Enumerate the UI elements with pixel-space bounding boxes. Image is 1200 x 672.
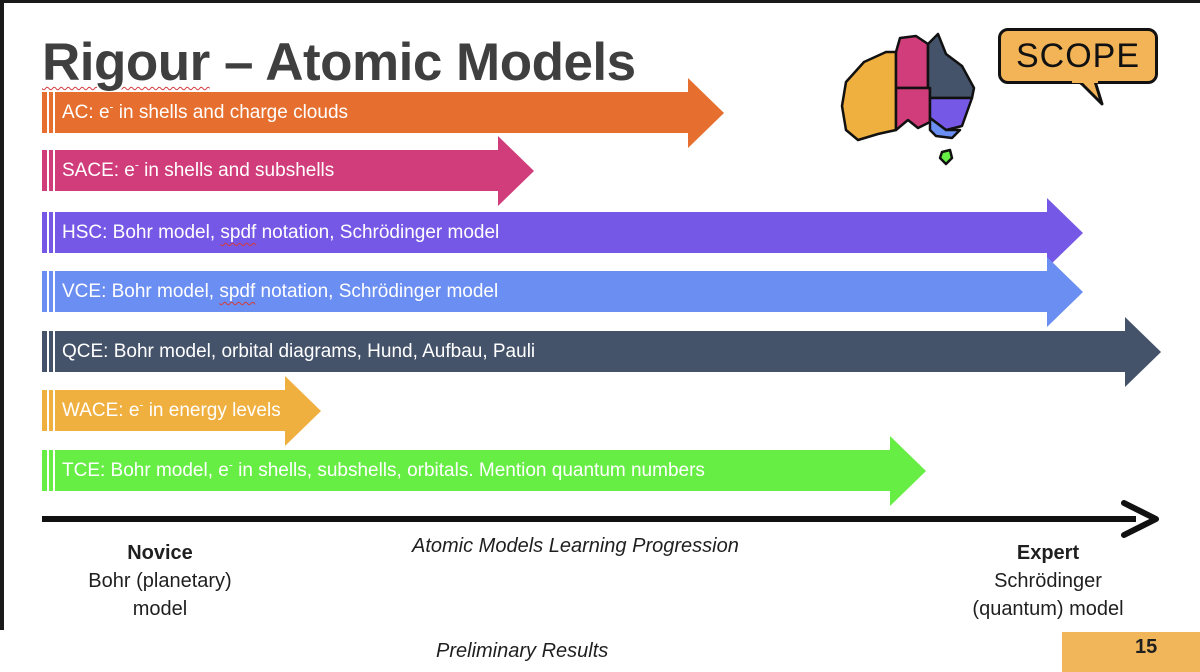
scope-logo-text: SCOPE (1015, 37, 1141, 75)
footer-text: Preliminary Results (436, 640, 609, 662)
expert-label: Expert Schrödinger (quantum) model (950, 539, 1146, 623)
arrow-label: QCE: Bohr model, orbital diagrams, Hund,… (62, 341, 536, 362)
page-number-badge (1062, 632, 1200, 672)
novice-line2: model (132, 598, 188, 620)
arrow-label: VCE: Bohr model, spdf notation, Schrödin… (62, 281, 499, 302)
arrow-qce: QCE: Bohr model, orbital diagrams, Hund,… (42, 317, 1162, 387)
novice-line1: Bohr (planetary) (88, 570, 232, 592)
arrow-label: AC: e- in shells and charge clouds (62, 99, 349, 123)
novice-heading: Novice (127, 542, 193, 564)
arrow-label: WACE: e- in energy levels (62, 397, 281, 421)
arrow-hsc: HSC: Bohr model, spdf notation, Schrödin… (42, 198, 1084, 268)
footer-area (0, 630, 1200, 672)
speech-tail-icon (1072, 78, 1104, 106)
arrow-label: HSC: Bohr model, spdf notation, Schrödin… (62, 222, 500, 243)
arrow-vce: VCE: Bohr model, spdf notation, Schrödin… (42, 257, 1084, 327)
novice-label: Novice Bohr (planetary) model (60, 539, 260, 623)
expert-line1: Schrödinger (994, 570, 1102, 592)
arrow-label: SACE: e- in shells and subshells (62, 157, 335, 181)
slide-title: Rigour – Atomic Models (42, 33, 636, 92)
arrow-right-icon (1121, 500, 1159, 538)
expert-heading: Expert (1016, 542, 1080, 564)
window-left-border (0, 0, 4, 632)
arrow-label: TCE: Bohr model, e- in shells, subshells… (62, 457, 705, 481)
australia-map-icon (840, 32, 976, 166)
arrow-tce: TCE: Bohr model, e- in shells, subshells… (42, 436, 927, 506)
arrow-wace: WACE: e- in energy levels (42, 376, 322, 446)
axis-title: Atomic Models Learning Progression (412, 535, 739, 557)
arrow-sace: SACE: e- in shells and subshells (42, 136, 535, 206)
progression-axis-line (42, 516, 1136, 522)
arrow-ac: AC: e- in shells and charge clouds (42, 78, 725, 148)
window-top-border (0, 0, 1200, 3)
expert-line2: (quantum) model (972, 598, 1124, 620)
page-number: 15 (1135, 636, 1158, 658)
